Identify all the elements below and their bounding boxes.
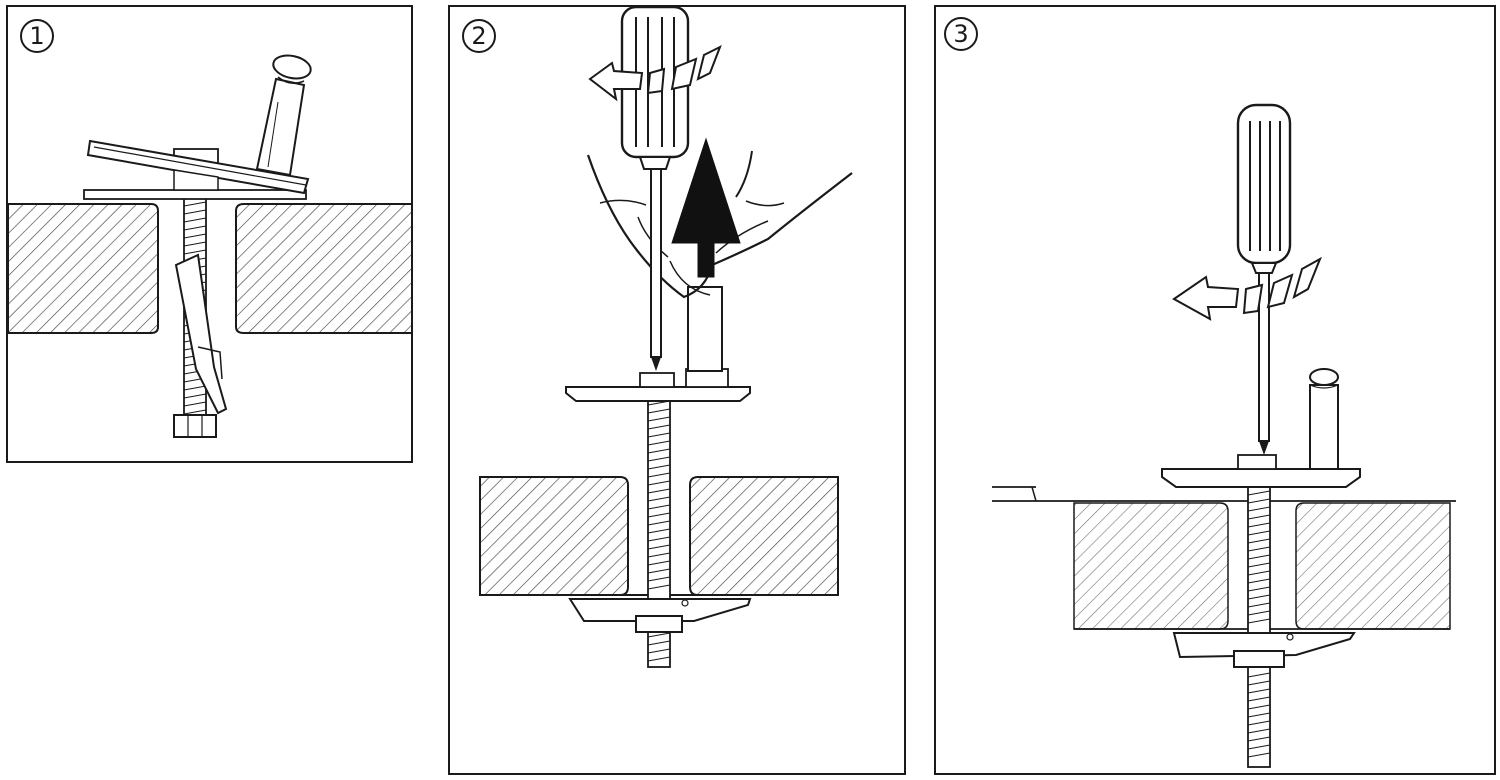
faucet-stud xyxy=(687,286,723,372)
screwdriver-icon xyxy=(620,7,690,371)
bottom-nut xyxy=(173,414,217,438)
countertop xyxy=(8,203,411,334)
rotation-arrow-icon xyxy=(588,44,722,102)
clamp-bracket xyxy=(568,598,752,633)
clamp-bracket xyxy=(1172,632,1356,668)
step-1-illustration xyxy=(8,54,411,438)
top-plate xyxy=(565,368,751,402)
step-number-badge: 1 xyxy=(20,19,54,53)
step-1-panel: 1 xyxy=(6,5,413,463)
step-3-panel: 3 xyxy=(934,5,1496,775)
threaded-rod xyxy=(1247,466,1271,768)
tilted-plate xyxy=(83,139,310,200)
faucet-stud xyxy=(1309,368,1339,470)
step-number-badge: 2 xyxy=(462,19,496,53)
step-2-panel: 2 xyxy=(448,5,906,775)
countertop xyxy=(992,486,1456,630)
countertop xyxy=(479,476,839,596)
screwdriver-icon xyxy=(1236,103,1292,455)
hand-icon xyxy=(586,150,853,299)
rotation-arrow-icon xyxy=(1172,256,1322,321)
clamp-bracket xyxy=(174,253,228,415)
faucet-stud xyxy=(255,54,312,177)
step-3-illustration xyxy=(992,103,1456,768)
up-arrow-icon xyxy=(671,137,741,278)
top-plate xyxy=(1161,454,1361,488)
step-2-illustration xyxy=(479,7,853,668)
step-number-badge: 3 xyxy=(944,17,978,51)
